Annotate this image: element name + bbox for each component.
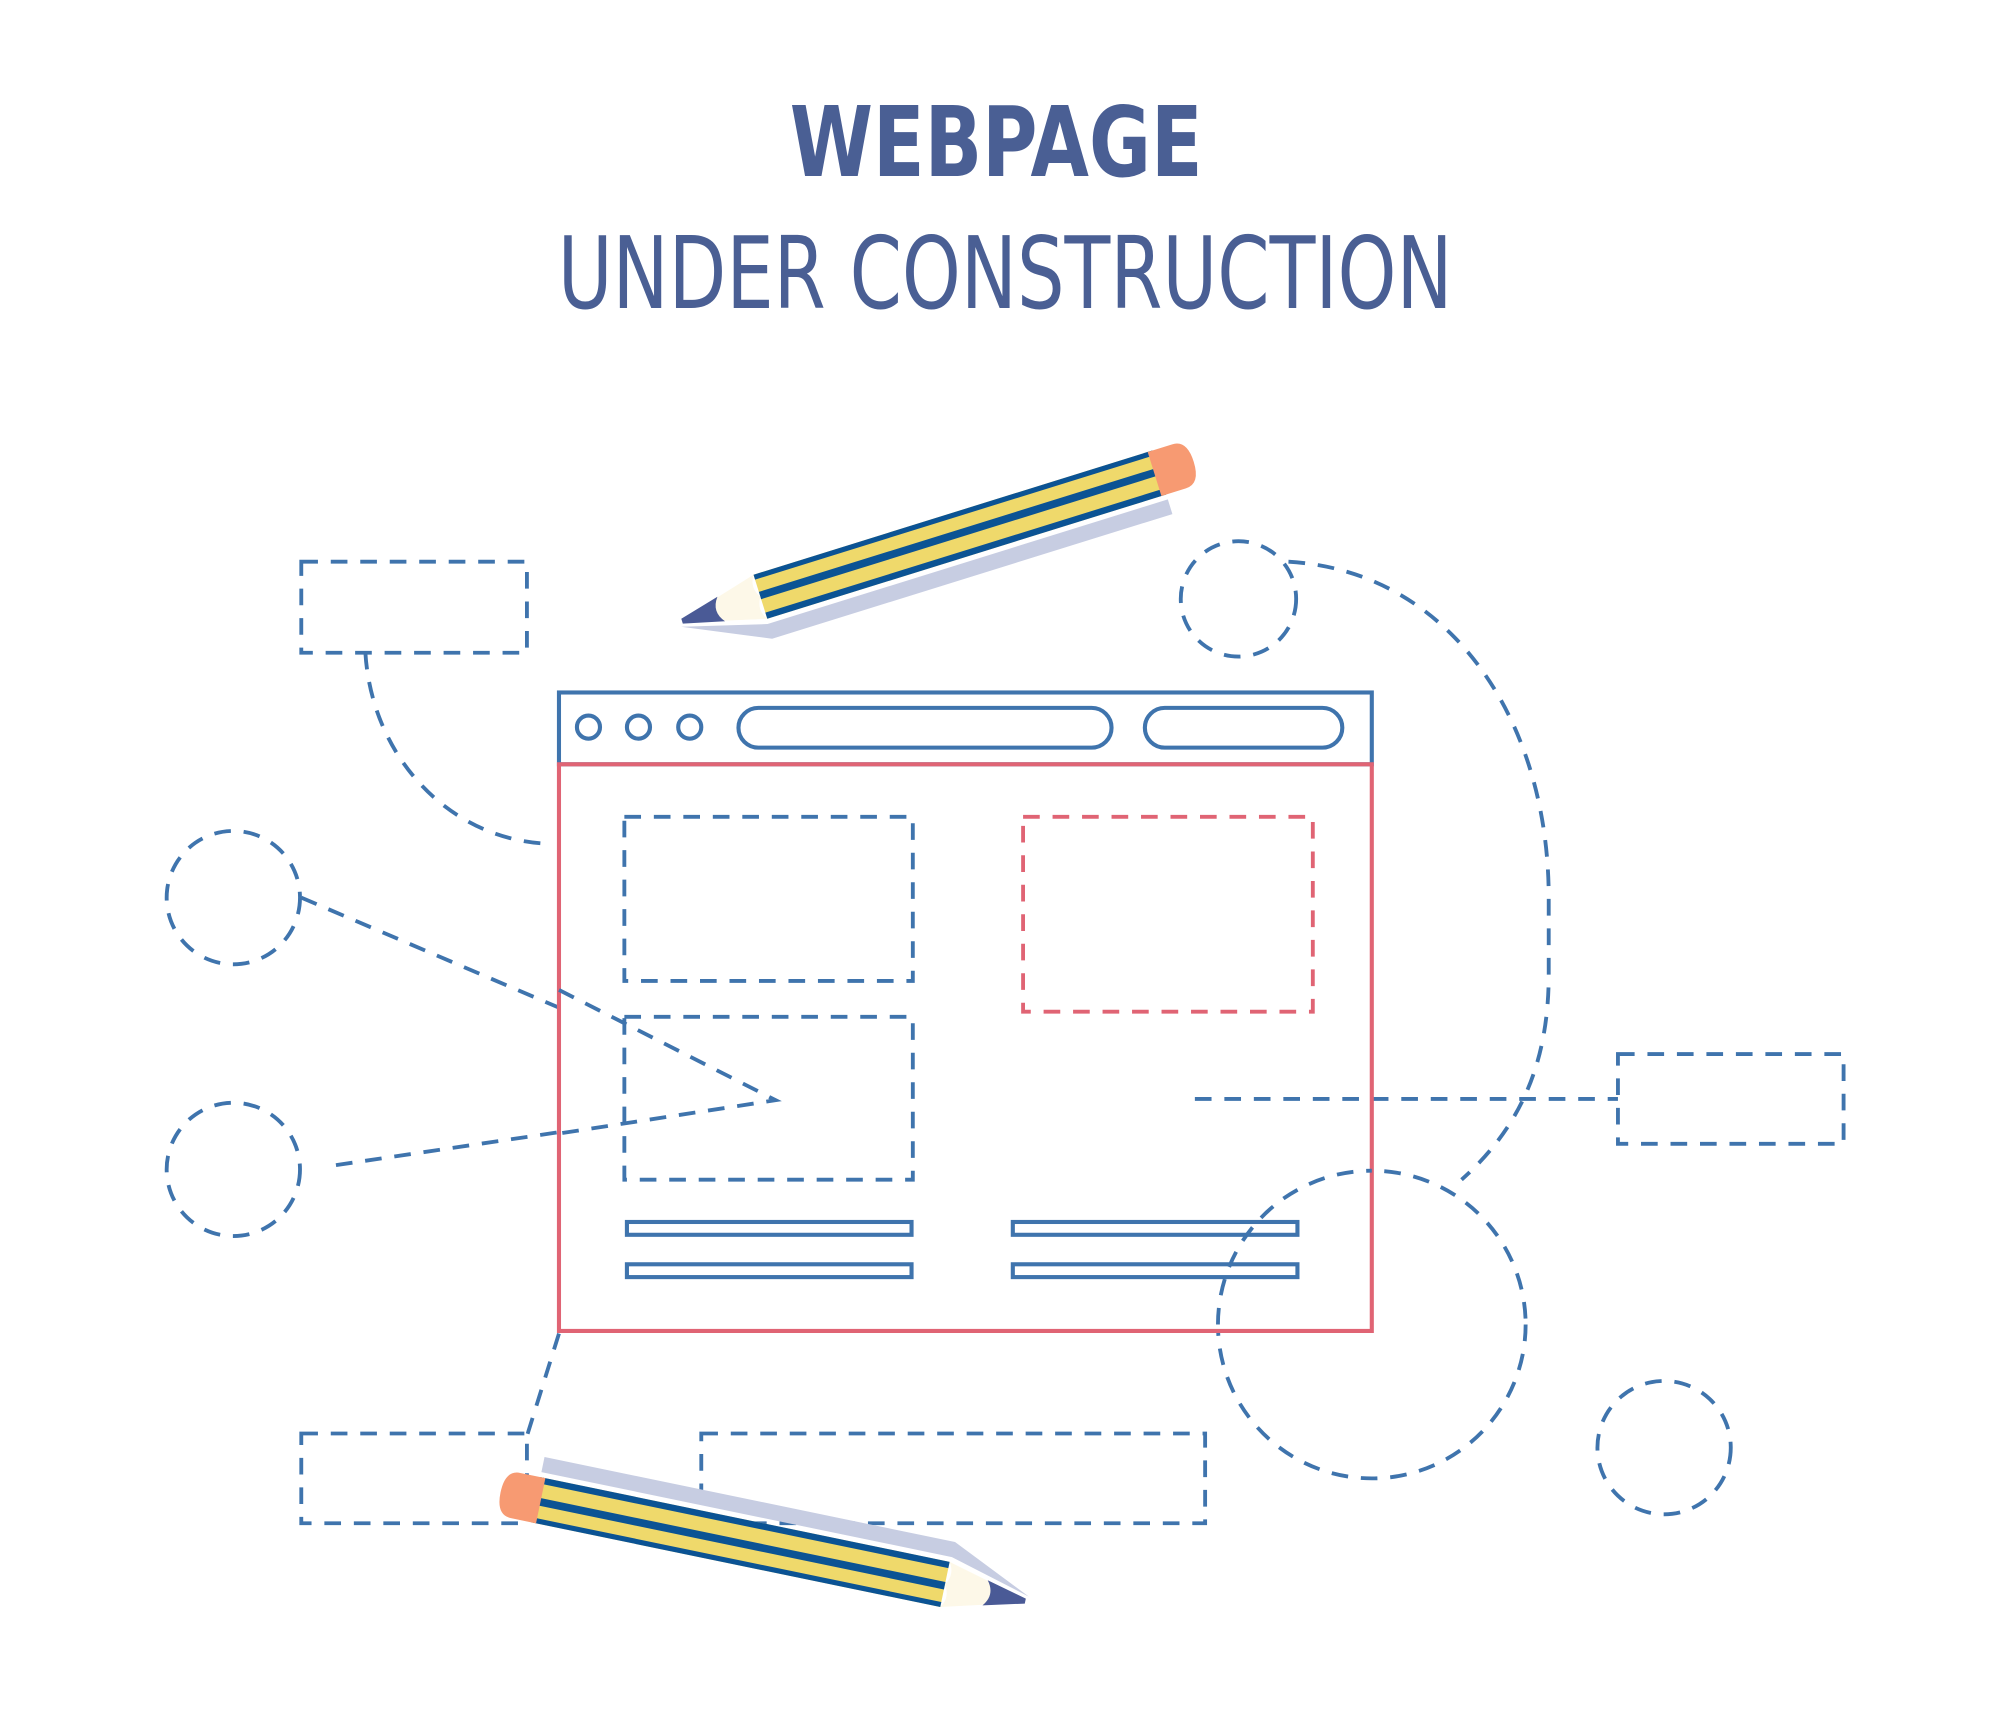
browser-window-icon [556,690,1374,1333]
text-line-placeholder [1010,1219,1300,1237]
pencil-icon [672,439,1207,664]
dashed-circle [1178,539,1299,659]
window-control-dot [624,713,653,741]
text-line-placeholder [624,1262,914,1280]
browser-content [556,762,1374,1333]
address-bar [736,705,1114,750]
text-line-placeholder [624,1219,914,1237]
dashed-circle [164,829,302,967]
dashed-circle [164,1100,302,1238]
dashed-connector [525,1332,561,1437]
dashed-arc [1288,559,1551,1182]
window-control-dot [676,713,704,741]
dashed-arc [1216,1168,1372,1325]
content-placeholder [622,814,915,983]
window-control-dot [574,713,603,741]
dashed-circle [1595,1379,1733,1517]
search-bar [1142,705,1345,750]
content-placeholder [1021,814,1315,1014]
text-line-placeholder [1010,1262,1300,1280]
dashed-arc [363,652,549,846]
dashed-box [699,1431,1208,1526]
page-subtitle: UNDER CONSTRUCTION [558,215,1453,332]
dashed-connector [558,988,782,1136]
dashed-box [299,559,529,655]
content-placeholder [622,1014,915,1182]
dashed-box [1616,1052,1846,1146]
page-title: WEBPAGE [790,86,1203,199]
dashed-box [299,1431,529,1526]
pencil-icon [495,1449,1037,1625]
